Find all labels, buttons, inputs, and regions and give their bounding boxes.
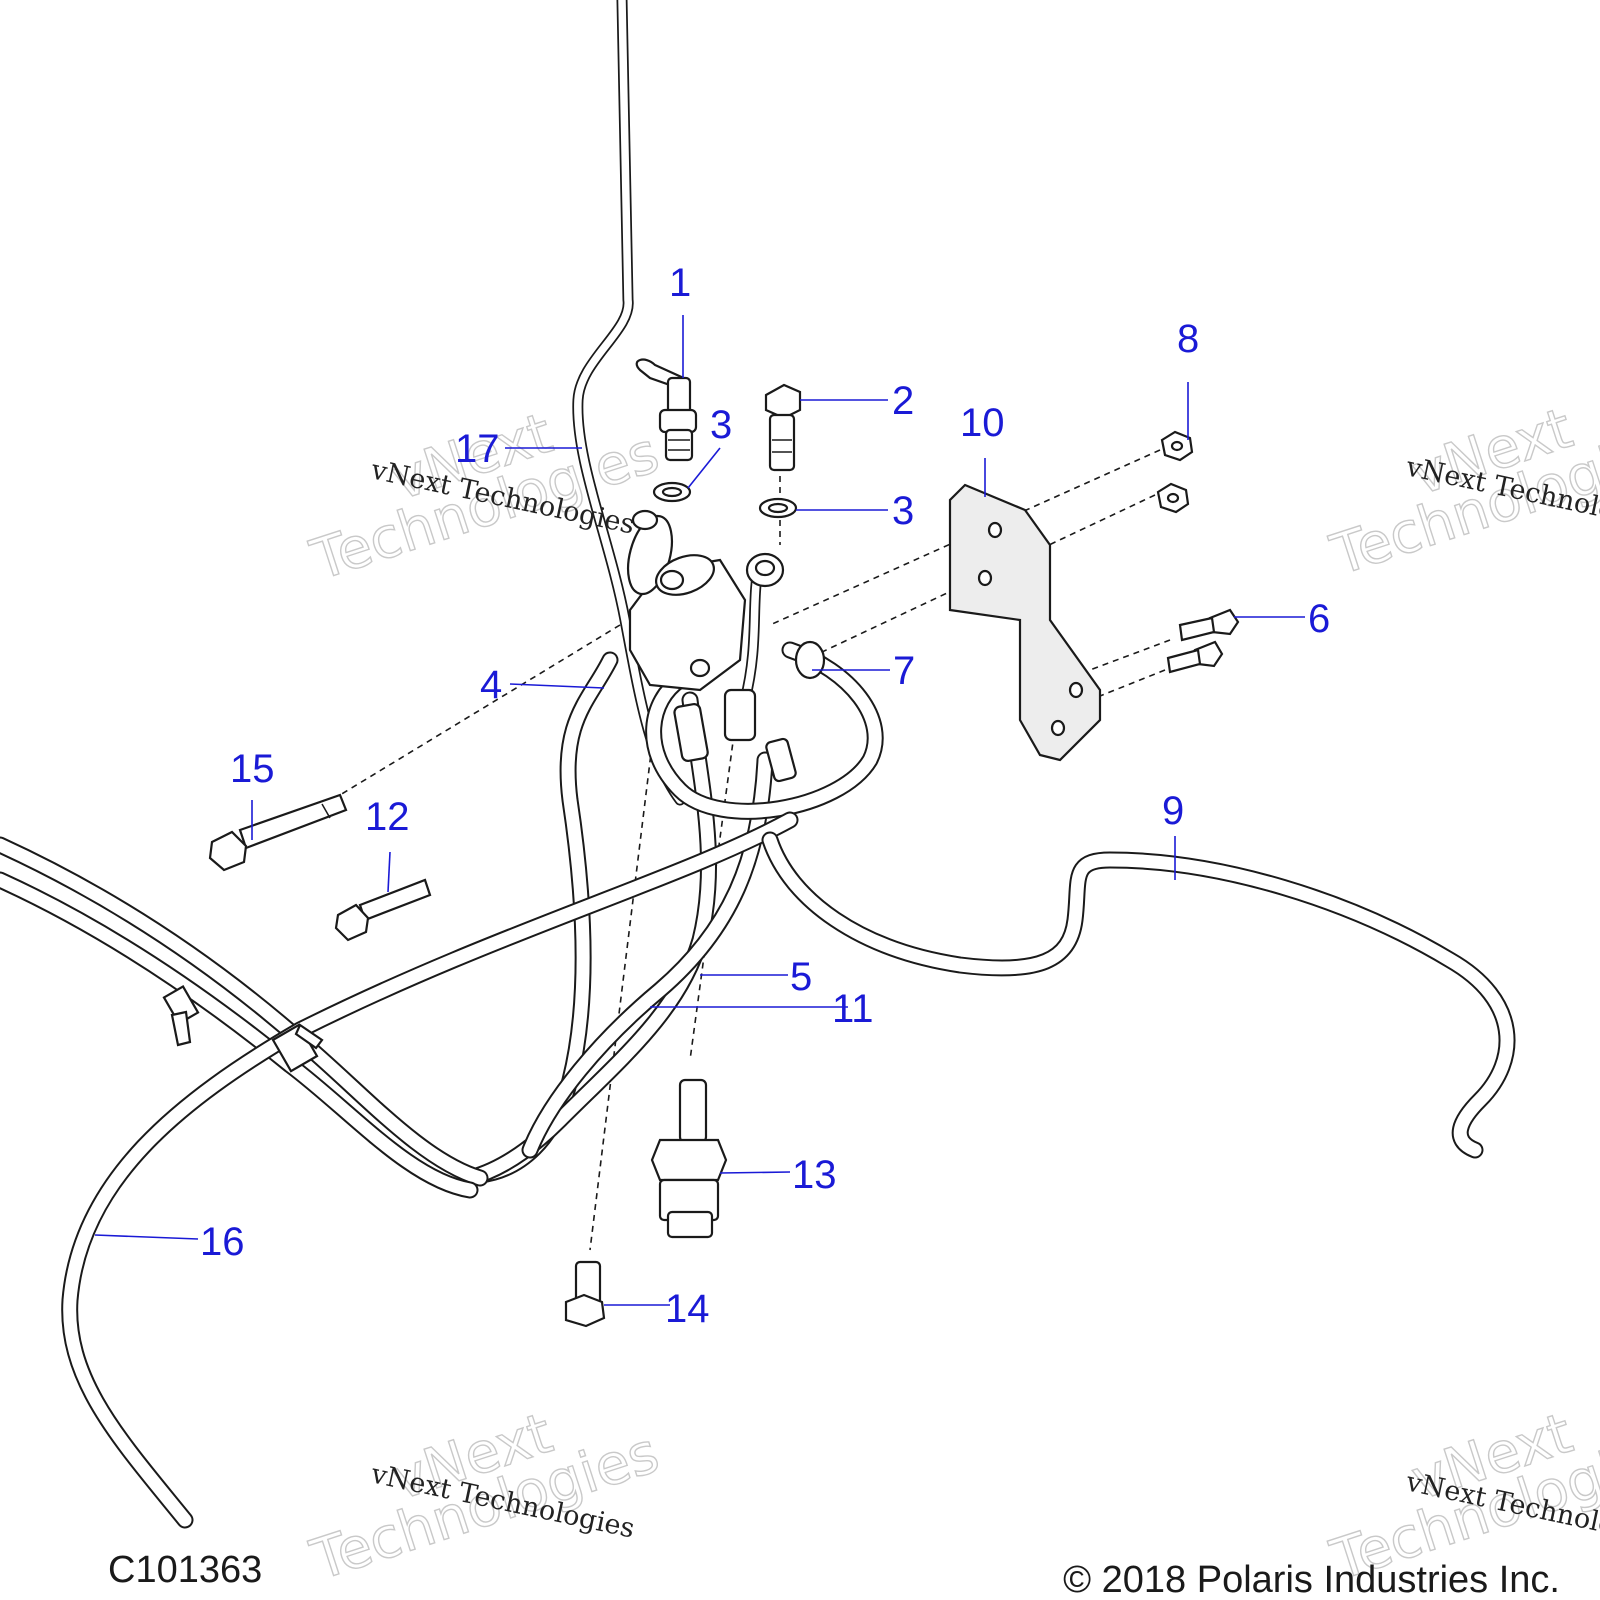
callout-2: 2 <box>892 379 914 423</box>
callout-8: 8 <box>1177 317 1199 361</box>
washer-3-left <box>652 481 692 503</box>
brake-lines <box>0 0 1516 1529</box>
callout-7: 7 <box>893 649 915 693</box>
callout-13: 13 <box>792 1153 837 1197</box>
callout-5: 5 <box>790 955 812 999</box>
callout-17: 17 <box>455 427 500 471</box>
callout-14: 14 <box>665 1287 710 1331</box>
bleeder-valve-1 <box>635 358 698 462</box>
figure-id: C101363 <box>108 1549 262 1591</box>
banjo-bolt-14 <box>564 1260 606 1328</box>
callout-6: 6 <box>1308 597 1330 641</box>
copyright-notice: © 2018 Polaris Industries Inc. <box>1063 1559 1560 1600</box>
callout-9: 9 <box>1162 789 1184 833</box>
bracket-10 <box>948 483 1102 762</box>
callout-16: 16 <box>200 1220 245 1264</box>
leader-lines <box>94 315 1305 1306</box>
callout-labels: 1 2 3 3 4 5 6 7 8 9 10 11 12 13 14 15 16… <box>200 261 1330 1331</box>
washer-3-right <box>758 497 798 519</box>
junction-block <box>626 509 826 783</box>
callout-3-left: 3 <box>710 403 732 447</box>
banjo-bolt-2 <box>764 383 802 472</box>
callout-15: 15 <box>230 747 275 791</box>
line-clips <box>162 985 324 1073</box>
nut-8 <box>1156 430 1194 514</box>
callout-10: 10 <box>960 401 1005 445</box>
callout-3-right: 3 <box>892 489 914 533</box>
bolt-6 <box>1166 608 1240 674</box>
callout-11: 11 <box>832 987 874 1031</box>
bolt-12 <box>334 878 432 942</box>
callout-1: 1 <box>669 261 691 305</box>
bolt-15 <box>208 793 348 872</box>
callout-4: 4 <box>480 663 502 707</box>
callout-12: 12 <box>365 795 410 839</box>
fitting-13 <box>650 1078 728 1239</box>
